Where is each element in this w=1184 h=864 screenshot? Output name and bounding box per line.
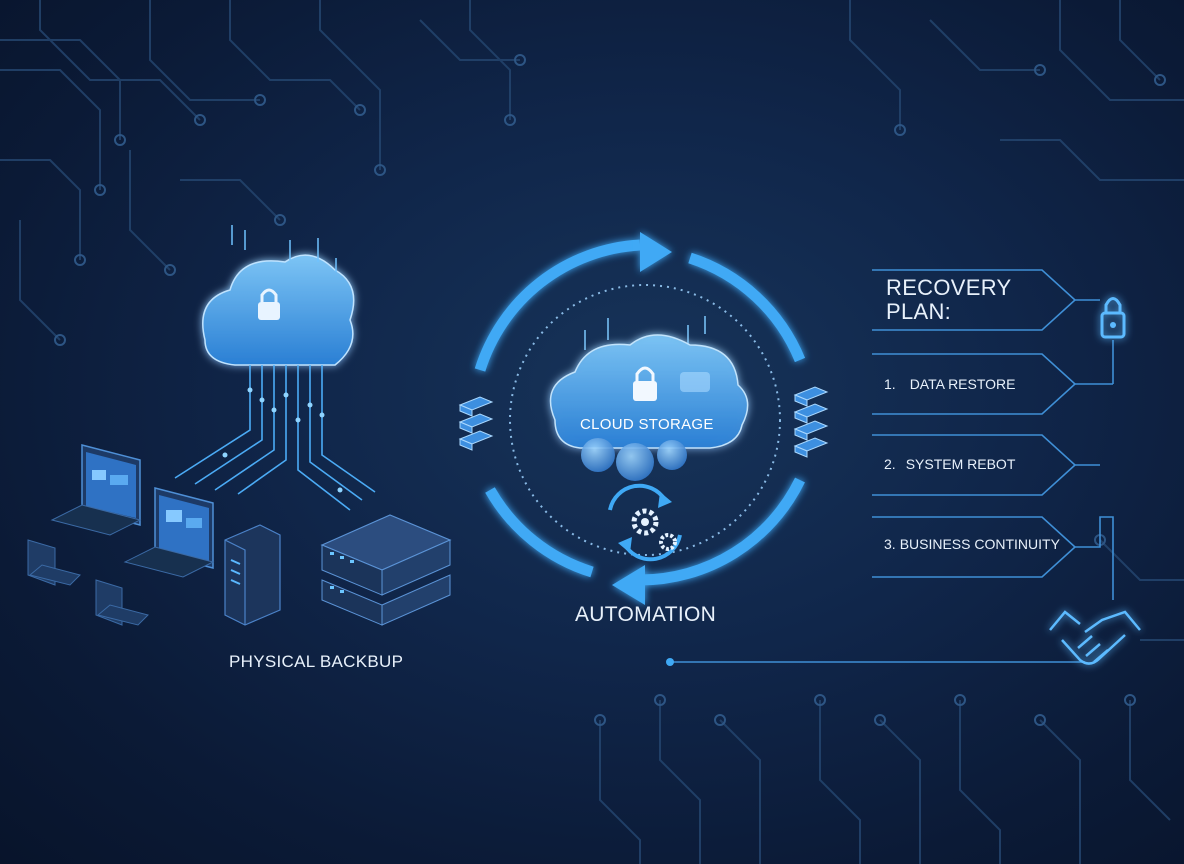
- physical-backup-icon: [27, 225, 452, 626]
- recovery-plan-title-line1: RECOVERY: [886, 275, 1012, 300]
- server-stack-right-icon: [793, 386, 829, 458]
- plan-item-text: SYSTEM REBOT: [905, 456, 1016, 472]
- server-stack-left-icon: [458, 396, 494, 451]
- cloud-lock-icon: [549, 316, 749, 481]
- plan-item-business-continuity: 3.BUSINESS CONTINUITY: [884, 536, 1060, 552]
- recovery-plan-title: RECOVERY PLAN:: [886, 276, 1011, 324]
- recovery-plan-title-line2: PLAN:: [886, 299, 952, 324]
- physical-backup-label: PHYSICAL BACKBUP: [229, 652, 404, 671]
- plan-item-data-restore: 1. DATA RESTORE: [884, 376, 1016, 392]
- plan-item-text: DATA RESTORE: [909, 376, 1016, 392]
- connector-dot: [666, 658, 674, 666]
- plan-item-number: 3.: [884, 536, 896, 552]
- automation-label: AUTOMATION: [575, 603, 717, 626]
- plan-item-number: 2.: [884, 456, 896, 472]
- plan-item-number: 1.: [884, 376, 896, 392]
- plan-item-system-reboot: 2. SYSTEM REBOT: [884, 456, 1015, 472]
- circuit-nodes: [54, 54, 1166, 726]
- gears-sync-icon: [608, 483, 682, 562]
- automation-cycle: [474, 232, 806, 605]
- plan-item-text: BUSINESS CONTINUITY: [899, 536, 1060, 552]
- cloud-storage-label: CLOUD STORAGE: [580, 416, 714, 433]
- handshake-icon: [1049, 610, 1141, 665]
- padlock-icon: [1100, 297, 1126, 339]
- recovery-plan-frame: [670, 269, 1114, 663]
